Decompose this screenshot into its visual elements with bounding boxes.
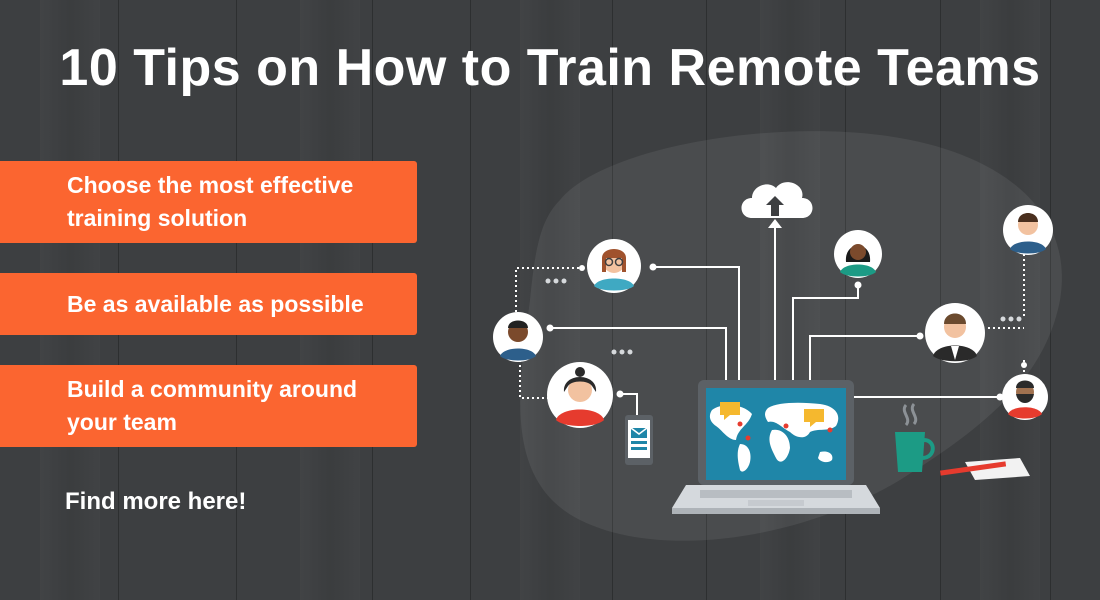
coffee-mug-icon [895,403,935,472]
pencil-icon [940,461,1007,476]
page-title: 10 Tips on How to Train Remote Teams [59,39,1041,97]
tip-card-1[interactable]: Choose the most effective training solut… [0,161,417,243]
find-more-link[interactable]: Find more here! [65,488,247,515]
chat-bubble-icon [720,402,824,427]
tip-label: Be as available as possible [67,290,364,317]
cloud-upload-icon [741,182,813,218]
tip-label: Choose the most effective training solut… [67,172,354,231]
avatar-icon [925,303,985,363]
avatar-icon [587,239,641,293]
tip-card-3[interactable]: Build a community around your team [0,365,417,447]
tip-card-2[interactable]: Be as available as possible [0,273,417,335]
avatar-icon [1002,374,1048,420]
avatar-icon [1003,205,1053,255]
avatar-icon [493,312,543,362]
smartphone-icon [625,415,653,465]
tip-label: Build a community around your team [67,376,358,435]
notepad-icon [965,458,1030,480]
avatar-icon [547,362,613,428]
avatar-icon [834,230,882,278]
